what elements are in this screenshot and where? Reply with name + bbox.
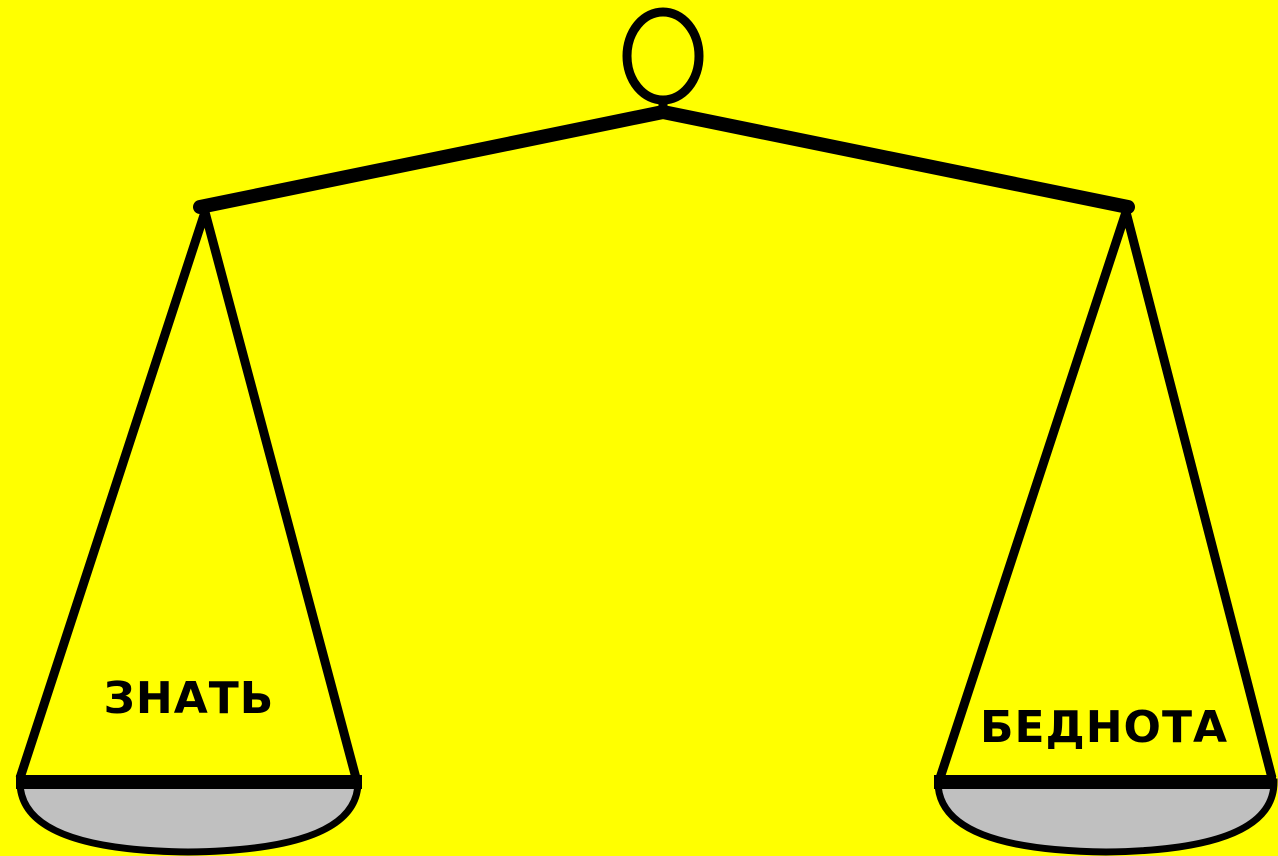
right-pan-label: БЕДНОТА — [980, 702, 1228, 753]
left-pan-label: ЗНАТЬ — [104, 673, 275, 724]
